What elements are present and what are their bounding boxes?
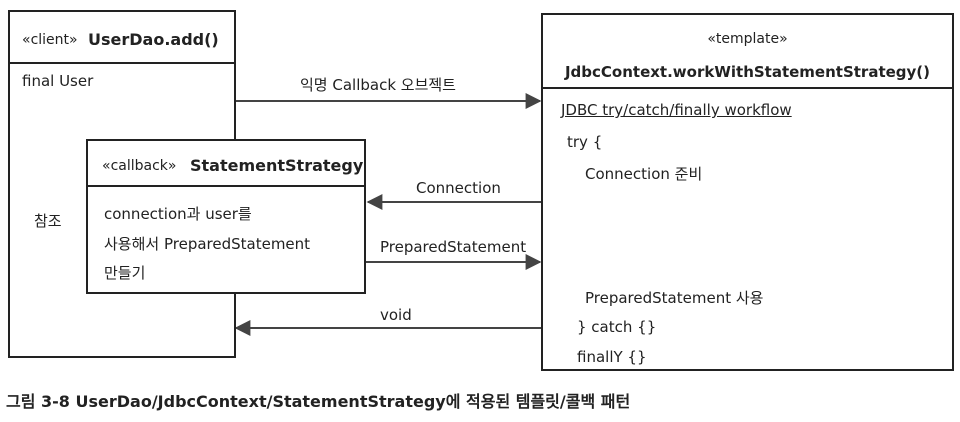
template-box: «template» JdbcContext.workWithStatement… — [541, 13, 954, 371]
prepared-statement-label: PreparedStatement — [380, 238, 527, 256]
callback-name: StatementStrategy — [190, 156, 364, 175]
template-try-line: try { — [567, 133, 603, 151]
callback-header: «callback» StatementStrategy — [88, 141, 364, 187]
template-stereotype: «template» — [707, 31, 788, 47]
callback-line-1: connection과 user를 — [104, 205, 252, 223]
client-name: UserDao.add() — [88, 30, 219, 49]
template-connection-line: Connection 준비 — [585, 165, 703, 183]
callback-box: «callback» StatementStrategy connection과… — [86, 139, 366, 294]
callback-line-3: 만들기 — [104, 264, 146, 282]
anon-callback-label: 익명 Callback 오브젝트 — [300, 76, 456, 94]
template-catch-line: } catch {} — [577, 318, 657, 336]
client-stereotype: «client» — [22, 32, 78, 48]
template-use-statement-line: PreparedStatement 사용 — [585, 289, 764, 307]
template-header: «template» JdbcContext.workWithStatement… — [543, 15, 952, 89]
client-body-text: final User — [22, 72, 94, 90]
client-header: «client» UserDao.add() — [10, 12, 234, 64]
figure-caption: 그림 3-8 UserDao/JdbcContext/StatementStra… — [6, 392, 631, 411]
reference-label: 참조 — [34, 210, 62, 231]
template-workflow-title: JDBC try/catch/finally workflow — [561, 101, 792, 119]
void-label: void — [380, 306, 412, 324]
connection-label: Connection — [416, 179, 501, 197]
callback-stereotype: «callback» — [102, 158, 177, 174]
template-name: JdbcContext.workWithStatementStrategy() — [564, 63, 931, 81]
callback-line-2: 사용해서 PreparedStatement — [104, 235, 311, 253]
template-finally-line: finallY {} — [577, 348, 647, 366]
